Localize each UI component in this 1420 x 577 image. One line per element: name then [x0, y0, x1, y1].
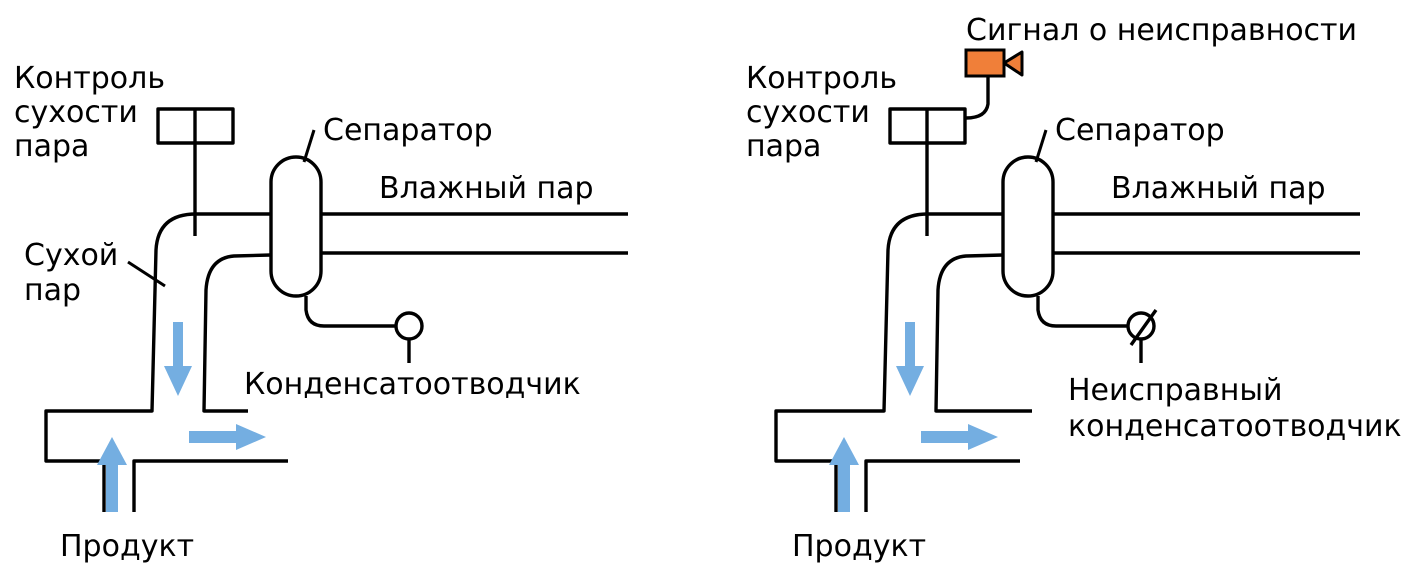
product-label: Продукт [60, 529, 194, 564]
wet-steam-label: Влажный пар [379, 171, 594, 206]
faulty-steam-trap-label-2: конденсатоотводчик [1068, 409, 1402, 444]
separator-vessel-right [1001, 155, 1055, 298]
alarm-signal-label: Сигнал о неисправности [966, 13, 1357, 48]
separator-leader [302, 129, 316, 163]
dry-steam-leader [127, 260, 166, 288]
separator-leader-right [1034, 129, 1048, 163]
condensate-drain-line [304, 296, 396, 328]
dryness-control-label-2: сухости [14, 95, 138, 130]
separator-label: Сепаратор [323, 113, 493, 148]
dryness-control-label-3: пара [14, 129, 89, 164]
condensate-drain-line-right [1036, 296, 1128, 328]
steam-pipe-inner-right [934, 253, 1032, 413]
faulty-trap-slash [1129, 309, 1158, 346]
flow-arrow-up-icon [97, 437, 127, 512]
faulty-steam-trap-label-1: Неисправный [1068, 373, 1283, 408]
dry-steam-label-1: Сухой [24, 238, 118, 273]
product-label-right: Продукт [792, 529, 926, 564]
dryness-control-label-right-2: сухости [746, 95, 870, 130]
steam-pipe-outer-right [774, 212, 1003, 512]
product-inlet-right [132, 459, 288, 512]
steam-trap-label: Конденсатоотводчик [244, 367, 581, 402]
dryness-control-label-right-1: Контроль [746, 61, 897, 96]
dry-steam-pipe-outer [44, 212, 271, 512]
flow-arrow-right-icon [189, 424, 266, 450]
dryness-control-label-right-3: пара [746, 129, 821, 164]
dry-steam-pipe-inner [202, 253, 272, 413]
product-inlet-right-side [864, 459, 1020, 512]
flow-arrow-down-icon-right [896, 322, 924, 396]
wet-steam-label-right: Влажный пар [1111, 171, 1326, 206]
dry-steam-label-2: пар [24, 273, 81, 308]
separator-label-right: Сепаратор [1055, 113, 1225, 148]
flow-arrow-up-icon-right [829, 437, 859, 512]
siren-icon [964, 48, 1024, 78]
left-panel: Контроль сухости пара Сепаратор Влажный … [14, 61, 628, 564]
alarm-signal-wire [965, 76, 990, 120]
flow-arrow-down-icon [164, 322, 192, 396]
steam-trap-symbol [394, 311, 424, 341]
flow-arrow-right-icon-right [921, 424, 998, 450]
right-panel: Сигнал о неисправности Контроль сухости … [746, 13, 1402, 564]
dryness-control-label-1: Контроль [14, 61, 165, 96]
separator-vessel [269, 155, 323, 298]
